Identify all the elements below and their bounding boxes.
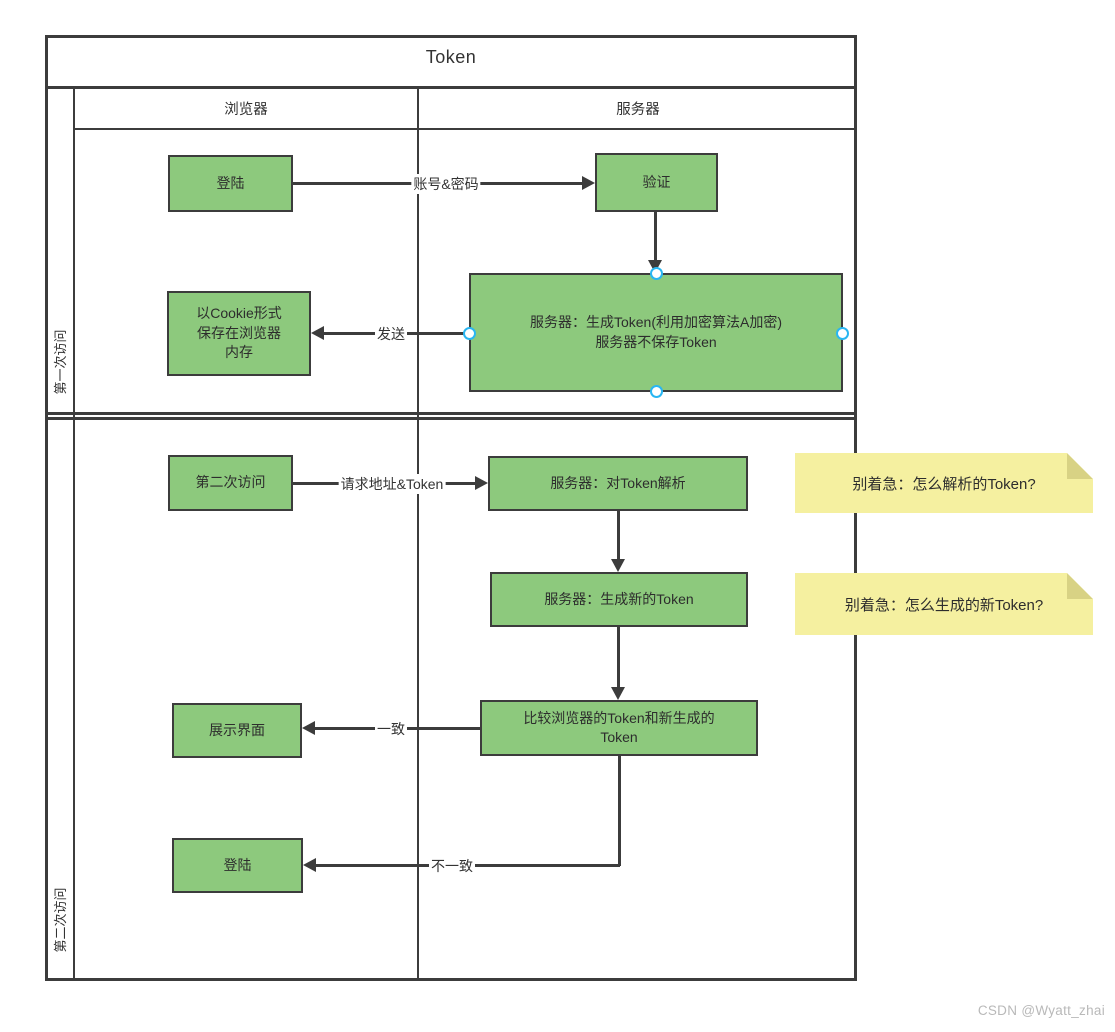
lane-divider-lower bbox=[45, 417, 857, 420]
edge-verify-down-line[interactable] bbox=[654, 212, 657, 262]
edge-label-request-token: 请求地址&Token bbox=[338, 474, 446, 494]
edge-request-token-arrowhead bbox=[475, 476, 488, 490]
node-token-parse-label: 服务器：对Token解析 bbox=[550, 474, 686, 491]
edge-newtoken-down-line[interactable] bbox=[617, 627, 620, 688]
node-token-generate-label: 服务器：生成Token(利用加密算法A加密) 服务器不保存Token bbox=[529, 313, 783, 350]
node-new-token-label: 服务器：生成新的Token bbox=[544, 590, 694, 607]
lane-label-first-visit[interactable]: 第一次访问 bbox=[53, 329, 68, 395]
node-compare-token-label: 比较浏览器的Token和新生成的 Token bbox=[523, 710, 715, 745]
edge-parse-down-arrowhead bbox=[611, 559, 625, 572]
lane-strip-divider bbox=[73, 88, 75, 979]
node-new-token[interactable]: 服务器：生成新的Token bbox=[490, 572, 748, 627]
node-compare-token[interactable]: 比较浏览器的Token和新生成的 Token bbox=[480, 700, 758, 756]
title-row-divider bbox=[45, 86, 857, 89]
lane-label-second-visit[interactable]: 第二次访问 bbox=[53, 887, 68, 953]
edge-match-arrowhead bbox=[302, 721, 315, 735]
selection-handle-top[interactable] bbox=[650, 267, 663, 280]
edge-label-account-password: 账号&密码 bbox=[411, 174, 481, 194]
node-cookie-store[interactable]: 以Cookie形式 保存在浏览器 内存 bbox=[167, 291, 311, 376]
edge-label-mismatch: 不一致 bbox=[429, 856, 475, 876]
selection-handle-right[interactable] bbox=[836, 327, 849, 340]
edge-label-match: 一致 bbox=[375, 719, 407, 739]
node-cookie-store-label: 以Cookie形式 保存在浏览器 内存 bbox=[196, 305, 282, 361]
edge-send-arrowhead bbox=[311, 326, 324, 340]
edge-account-password-arrowhead bbox=[582, 176, 595, 190]
note-how-generate-token[interactable]: 别着急：怎么生成的新Token? bbox=[795, 573, 1093, 635]
selection-handle-left[interactable] bbox=[463, 327, 476, 340]
note-how-generate-token-text: 别着急：怎么生成的新Token? bbox=[844, 596, 1044, 614]
lane-divider-upper bbox=[45, 412, 857, 415]
edge-label-send: 发送 bbox=[375, 324, 407, 344]
node-display-ui-label: 展示界面 bbox=[209, 721, 265, 738]
node-login-second[interactable]: 登陆 bbox=[172, 838, 303, 893]
note-how-parse-token[interactable]: 别着急：怎么解析的Token? bbox=[795, 453, 1093, 513]
folded-corner-icon bbox=[1067, 573, 1093, 599]
edge-mismatch-vline[interactable] bbox=[618, 756, 621, 866]
node-verify[interactable]: 验证 bbox=[595, 153, 718, 212]
pool-title: Token bbox=[425, 47, 477, 67]
node-verify-label: 验证 bbox=[642, 173, 671, 190]
node-second-visit[interactable]: 第二次访问 bbox=[168, 455, 293, 511]
column-header-server[interactable]: 服务器 bbox=[616, 102, 660, 118]
edge-newtoken-down-arrowhead bbox=[611, 687, 625, 700]
edge-mismatch-arrowhead bbox=[303, 858, 316, 872]
column-divider bbox=[417, 88, 419, 979]
column-header-browser[interactable]: 浏览器 bbox=[224, 102, 268, 118]
selection-handle-bottom[interactable] bbox=[650, 385, 663, 398]
node-second-visit-label: 第二次访问 bbox=[195, 474, 266, 491]
node-login-first-label: 登陆 bbox=[216, 174, 245, 191]
folded-corner-icon bbox=[1067, 453, 1093, 479]
note-how-parse-token-text: 别着急：怎么解析的Token? bbox=[852, 475, 1036, 493]
watermark: CSDN @Wyatt_zhai bbox=[977, 1003, 1105, 1018]
node-display-ui[interactable]: 展示界面 bbox=[172, 703, 302, 758]
node-token-generate[interactable]: 服务器：生成Token(利用加密算法A加密) 服务器不保存Token bbox=[469, 273, 843, 392]
node-login-first[interactable]: 登陆 bbox=[168, 155, 293, 212]
header-row-divider bbox=[75, 128, 855, 130]
node-token-parse[interactable]: 服务器：对Token解析 bbox=[488, 456, 748, 511]
node-login-second-label: 登陆 bbox=[223, 856, 252, 873]
edge-parse-down-line[interactable] bbox=[617, 511, 620, 560]
